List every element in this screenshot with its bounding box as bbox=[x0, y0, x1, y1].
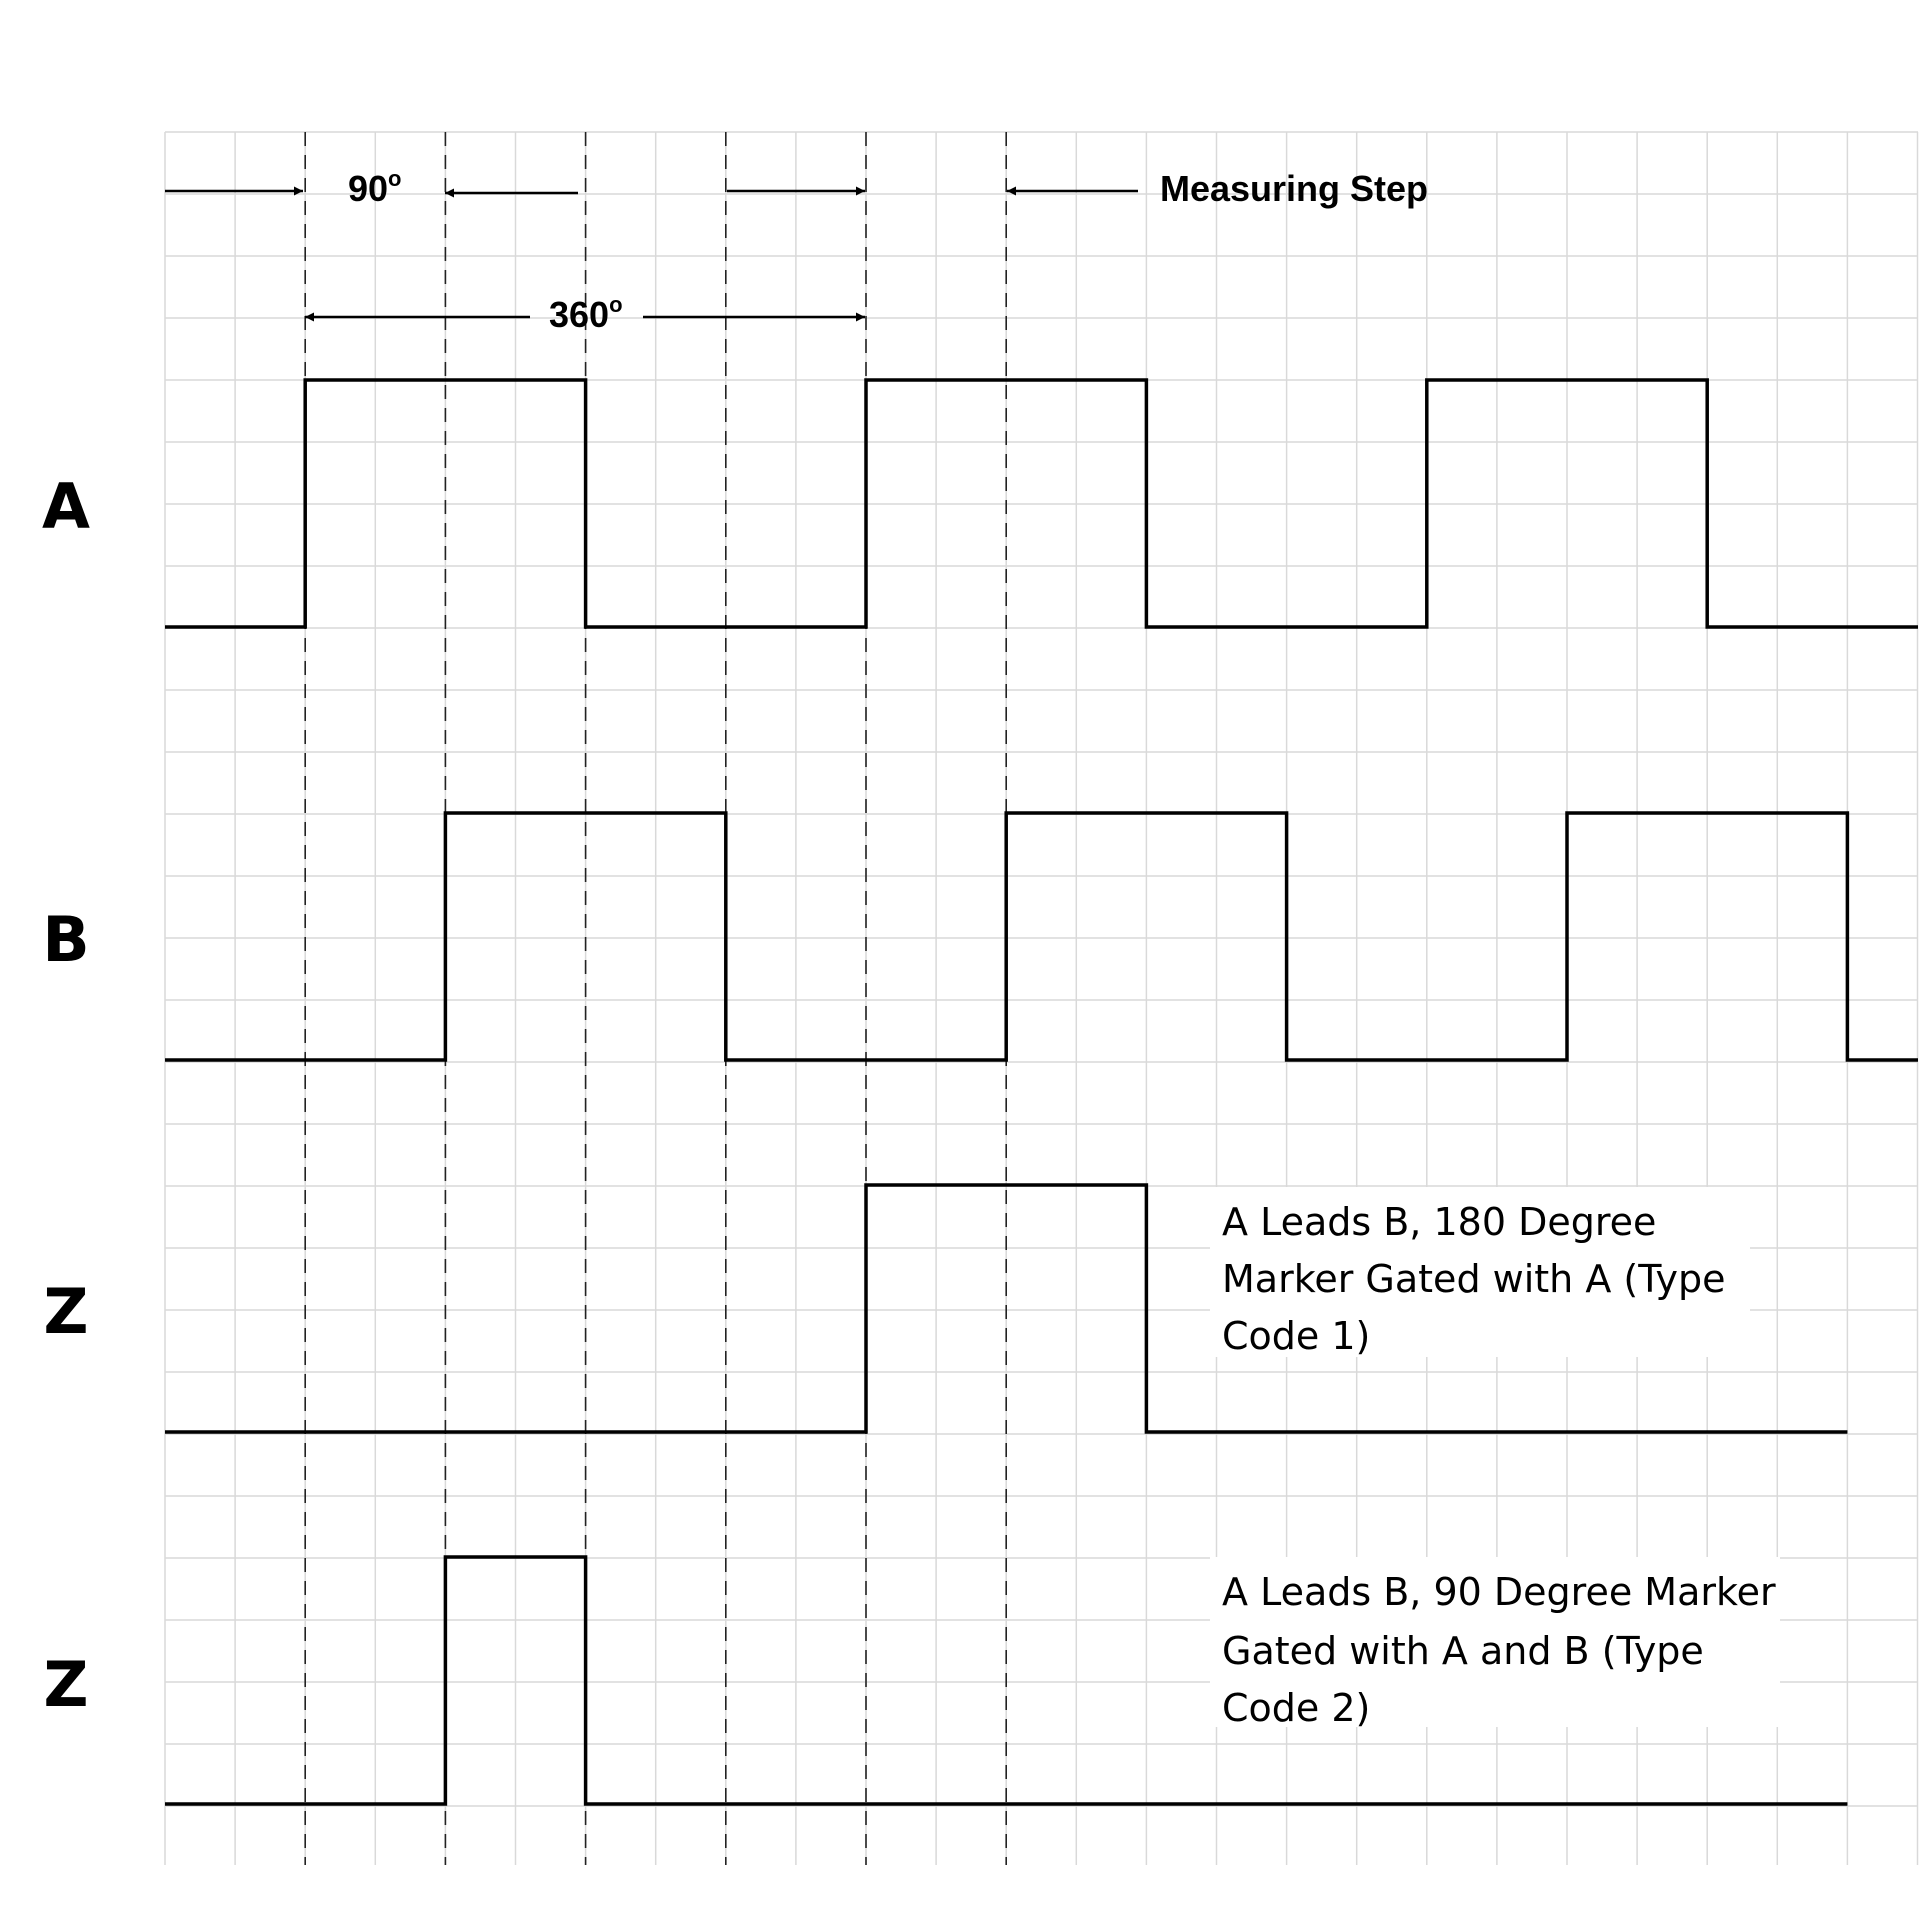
signal-waveforms bbox=[165, 378, 1918, 1806]
note-type-code-1: A Leads B, 180 Degree Marker Gated with … bbox=[1210, 1187, 1750, 1358]
note-type-code-1-line-2: Marker Gated with A (Type bbox=[1222, 1257, 1726, 1301]
period-label: 360o bbox=[549, 292, 623, 335]
note-type-code-1-line-1: A Leads B, 180 Degree bbox=[1222, 1200, 1656, 1244]
note-type-code-2-line-2: Gated with A and B (Type bbox=[1222, 1629, 1704, 1673]
note-type-code-2: A Leads B, 90 Degree Marker Gated with A… bbox=[1210, 1557, 1780, 1730]
signal-b-waveform bbox=[165, 811, 1918, 1062]
signal-label-a: A bbox=[42, 470, 90, 543]
note-type-code-1-line-3: Code 1) bbox=[1222, 1314, 1370, 1358]
signal-a-waveform bbox=[165, 378, 1918, 629]
note-type-code-2-line-1: A Leads B, 90 Degree Marker bbox=[1222, 1570, 1776, 1614]
signal-label-b: B bbox=[42, 903, 89, 976]
phase-label: 90o bbox=[348, 166, 402, 209]
note-type-code-2-line-3: Code 2) bbox=[1222, 1686, 1370, 1730]
signal-z1-waveform bbox=[165, 1183, 1848, 1434]
signal-z2-waveform bbox=[165, 1555, 1848, 1806]
signal-label-z2: Z bbox=[44, 1648, 89, 1721]
measuring-step-label: Measuring Step bbox=[1160, 168, 1428, 209]
signal-label-z1: Z bbox=[44, 1275, 89, 1348]
